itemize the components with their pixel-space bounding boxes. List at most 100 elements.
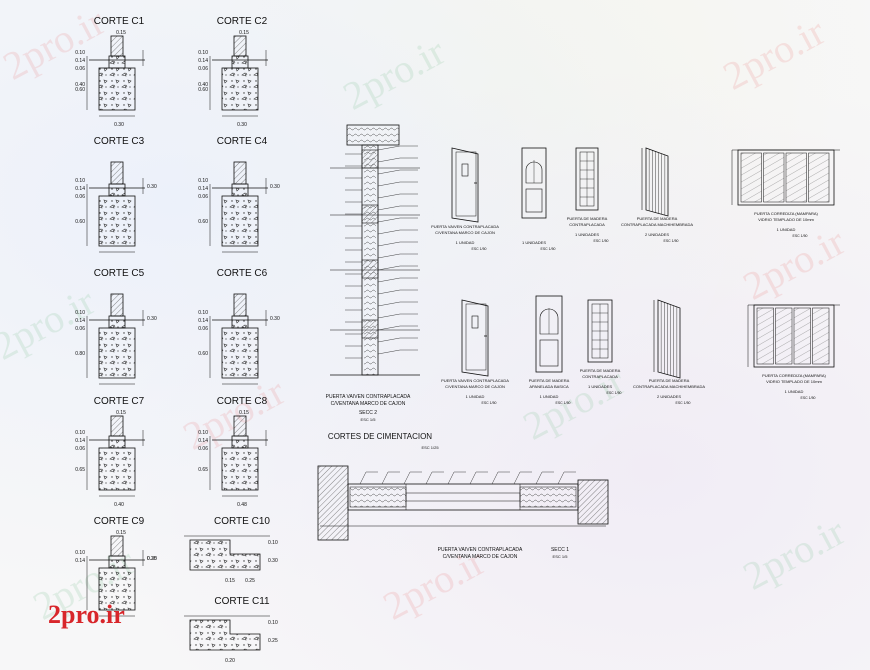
dimension-label: 0.30: [114, 122, 124, 128]
dimension-label: 0.14: [198, 58, 208, 64]
leader-line: [377, 229, 401, 235]
dimension-label: 0.10: [75, 550, 85, 556]
leader-line: [377, 289, 401, 295]
dimension-label: 0.30: [147, 316, 157, 322]
sobrecimiento: [108, 315, 126, 329]
leader-line: [513, 471, 521, 485]
door-units: 2 UNIDADES: [657, 394, 681, 399]
door-label: PUERTA DE MADERA: [649, 378, 690, 383]
door-window: [471, 315, 479, 329]
dimension-label: 0.10: [198, 178, 208, 184]
lower-panel: [539, 339, 559, 367]
column-stub: [110, 293, 124, 317]
section-number: SECC 1: [551, 547, 569, 553]
dimension-label: 0.10: [75, 50, 85, 56]
leader-line: [403, 471, 411, 485]
column-stub: [110, 161, 124, 185]
dimension-label: 0.25: [268, 638, 278, 644]
dimension-label: 0.10: [75, 178, 85, 184]
leader-line: [377, 253, 401, 259]
wall-left: [317, 465, 349, 541]
dimension-label: 0.14: [198, 438, 208, 444]
leader-line: [425, 471, 433, 485]
leader-line: [381, 471, 389, 485]
sobrecimiento: [231, 55, 249, 69]
stepped-footing: [189, 619, 261, 651]
dimension-label: 0.40: [75, 82, 85, 88]
dimension-label: 0.25: [147, 556, 157, 562]
column-stub: [110, 415, 124, 437]
arched-panel: [539, 308, 559, 335]
glass-panel: [793, 307, 811, 365]
stile: [349, 486, 407, 508]
dimension-label: 0.60: [75, 87, 85, 93]
leader-line: [377, 169, 401, 175]
corte-section: CORTE C30.100.140.060.600.30: [75, 136, 157, 253]
door-leaf: [521, 147, 547, 219]
rail-section: [361, 319, 379, 339]
dimension-label: 0.30: [270, 184, 280, 190]
glass-panel: [740, 152, 762, 203]
dimension-label: 0.15: [116, 410, 126, 416]
door-label: C/VENTANA MARCO DE CAJON: [435, 230, 495, 235]
leader-line: [359, 471, 367, 485]
stile: [519, 486, 577, 508]
corte-section: CORTE C40.100.140.060.600.30: [198, 136, 280, 253]
dimension-label: 0.60: [198, 87, 208, 93]
dimension-label: 0.14: [75, 558, 85, 564]
dimension-label: 0.14: [75, 186, 85, 192]
sobrecimiento: [231, 183, 249, 197]
dimension-label: 0.65: [75, 467, 85, 473]
column-stub: [233, 161, 247, 185]
dimension-label: 0.40: [114, 502, 124, 508]
cimiento: [98, 327, 136, 379]
leader-line: [377, 277, 401, 283]
dimension-label: 0.10: [198, 310, 208, 316]
door-label: C/VENTANA MARCO DE CAJON: [445, 384, 505, 389]
dimension-label: 0.14: [198, 318, 208, 324]
door-frame: [465, 303, 487, 371]
door-units: 1 UNIDADES: [588, 384, 612, 389]
door-label: CONTRAPLACADA: [569, 222, 605, 227]
dimension-label: 0.60: [198, 219, 208, 225]
leader-line: [447, 471, 455, 485]
corte-title: CORTE C6: [217, 268, 268, 279]
column-stub: [233, 35, 247, 57]
section-caption: C/VENTANA MARCO DE CAJON: [443, 554, 518, 560]
cimiento: [221, 195, 259, 247]
dimension-label: 0.30: [270, 316, 280, 322]
door-leaf: [535, 295, 563, 373]
leader-line: [377, 325, 401, 331]
door-leaf: [657, 299, 681, 379]
glass-panel: [775, 307, 793, 365]
door-label: PUERTA VAIVEN CONTRAPLACADA: [431, 224, 499, 229]
dimension-label: 0.06: [75, 446, 85, 452]
sobrecimiento: [231, 435, 249, 449]
door-label: CONTRAPLACADA: [582, 374, 618, 379]
door-elevation: PUERTA CORREDIZA (MAMPARA)VIDRIO TEMPLAD…: [747, 304, 840, 400]
leader-line: [535, 471, 543, 485]
door-label: PUERTA DE MADERA: [529, 378, 570, 383]
corte-title: CORTE C7: [94, 396, 145, 407]
corte-section: CORTE C80.150.100.140.060.650.48: [198, 396, 268, 508]
door-leaf: [645, 147, 669, 217]
dimension-label: 0.30: [147, 184, 157, 190]
door-units: 1 UNIDAD: [456, 240, 475, 245]
dimension-label: 0.15: [239, 410, 249, 416]
sobrecimiento: [108, 183, 126, 197]
door-units: 1 UNIDAD: [777, 227, 796, 232]
corte-title: CORTE C5: [94, 268, 145, 279]
dimension-label: 0.14: [75, 438, 85, 444]
section-number: SECC 2: [359, 410, 377, 416]
leader-line: [377, 337, 401, 343]
door-label: APANELADA BASICA: [529, 384, 569, 389]
cimiento: [98, 447, 136, 491]
lower-panel: [525, 188, 543, 213]
section-caption: C/VENTANA MARCO DE CAJON: [331, 401, 406, 407]
